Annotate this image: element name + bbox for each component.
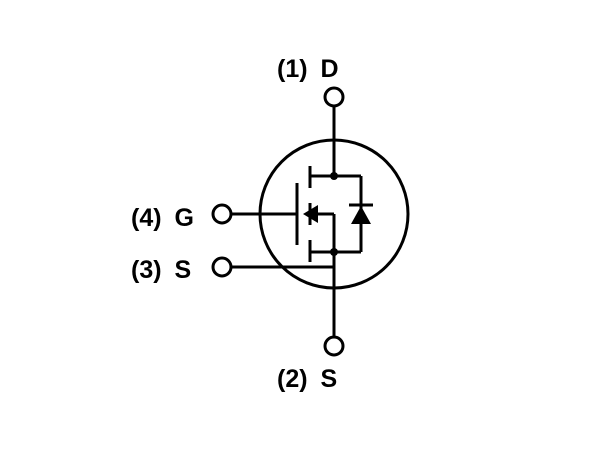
gate-pin-name: G (175, 204, 194, 232)
kelvin-source-pin-label: (3) S (131, 256, 191, 284)
gate-pin-label: (4) G (131, 204, 194, 232)
source-junction-dot (330, 248, 338, 256)
kelvin-source-terminal (211, 256, 233, 278)
drain-junction-dot (330, 172, 338, 180)
kelvin-source-pin-number: (3) (131, 256, 162, 284)
source-pin-number: (2) (277, 365, 308, 393)
kelvin-source-pin-name: S (175, 256, 192, 284)
drain-pin-label: (1) D (277, 55, 339, 83)
gate-pin-number: (4) (131, 204, 162, 232)
source-pin-name: S (321, 365, 338, 393)
source-terminal (323, 335, 345, 357)
drain-terminal (323, 86, 345, 108)
source-pin-label: (2) S (277, 365, 337, 393)
drain-pin-number: (1) (277, 55, 308, 83)
diode-triangle-icon (351, 206, 371, 224)
gate-terminal (211, 203, 233, 225)
drain-pin-name: D (321, 55, 339, 83)
